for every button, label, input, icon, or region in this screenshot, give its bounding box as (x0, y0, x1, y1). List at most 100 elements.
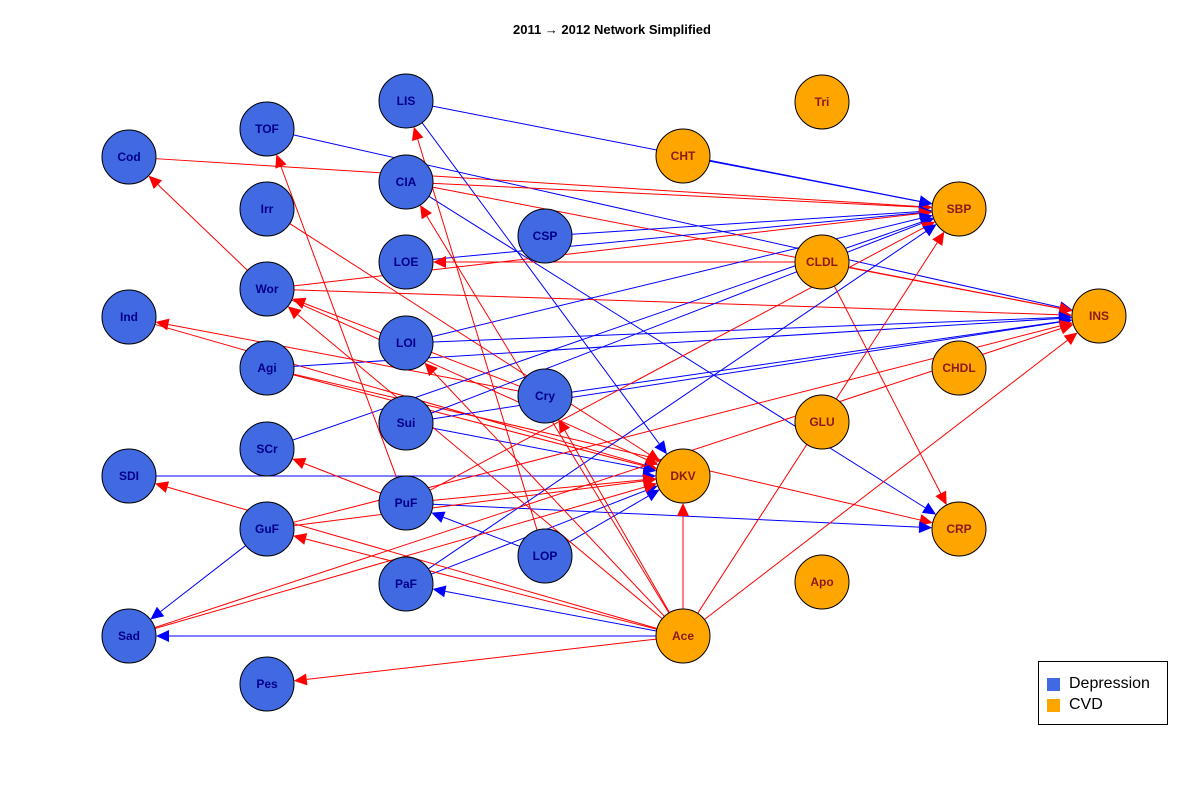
edge-Ace-Pes (293, 638, 657, 686)
node-glu[interactable]: GLU (794, 394, 850, 450)
edge-Cry-Ind (155, 318, 519, 392)
edge-arrowhead (148, 175, 163, 189)
node-label: Tri (815, 95, 830, 109)
edge-LOP-LIS (411, 126, 538, 531)
node-guf[interactable]: GuF (239, 501, 295, 557)
node-paf[interactable]: PaF (378, 556, 434, 612)
edge-arrowhead (420, 205, 432, 220)
node-label: Ind (120, 310, 138, 324)
node-chdl[interactable]: CHDL (931, 340, 987, 396)
edges-layer (148, 105, 1078, 686)
edge-arrowhead (292, 297, 307, 309)
node-ins[interactable]: INS (1071, 288, 1127, 344)
edge-Ace-Sad (156, 630, 656, 642)
edge-Irr-DKV (289, 223, 661, 462)
edge-Ace-PaF (432, 585, 657, 632)
node-cry[interactable]: Cry (517, 368, 573, 424)
node-loe[interactable]: LOE (378, 234, 434, 290)
node-circle (101, 608, 157, 664)
legend-swatch-cvd (1047, 698, 1060, 712)
edge-CIA-SBP (432, 182, 933, 214)
node-tof[interactable]: TOF (239, 101, 295, 157)
node-label: CIA (396, 175, 417, 189)
edge-arrowhead (433, 256, 446, 268)
node-label: LOE (394, 255, 419, 269)
node-cod[interactable]: Cod (101, 129, 157, 185)
node-sui[interactable]: Sui (378, 395, 434, 451)
node-tri[interactable]: Tri (794, 74, 850, 130)
node-puf[interactable]: PuF (378, 475, 434, 531)
node-label: PaF (395, 577, 417, 591)
node-sad[interactable]: Sad (101, 608, 157, 664)
node-label: LIS (397, 94, 416, 108)
node-cht[interactable]: CHT (655, 128, 711, 184)
edge-arrowhead (921, 502, 937, 515)
legend-label-depression: Depression (1069, 675, 1150, 692)
edge-arrowhead (156, 630, 169, 642)
edge-LOE-SBP (432, 206, 933, 260)
edge-Sad-INS (154, 322, 1074, 629)
edge-arrowhead (646, 449, 661, 462)
node-label: GLU (809, 415, 834, 429)
edge-arrowhead (292, 457, 307, 470)
node-circle (239, 501, 295, 557)
node-circle (239, 340, 295, 396)
edge-Ace-INS (704, 332, 1078, 620)
node-csp[interactable]: CSP (517, 208, 573, 264)
node-ace[interactable]: Ace (655, 608, 711, 664)
node-label: CSP (533, 229, 558, 243)
legend-label-cvd: CVD (1069, 696, 1103, 713)
node-circle (1071, 288, 1127, 344)
node-label: CLDL (806, 255, 838, 269)
edge-arrowhead (1063, 332, 1078, 346)
node-label: Sui (397, 416, 416, 430)
node-lis[interactable]: LIS (378, 73, 434, 129)
node-label: Ace (672, 629, 694, 643)
node-circle (378, 315, 434, 371)
edge-arrowhead (150, 606, 165, 620)
node-pes[interactable]: Pes (239, 656, 295, 712)
node-label: Cry (535, 389, 555, 403)
edge-arrowhead (918, 195, 933, 208)
edge-arrowhead (1058, 302, 1073, 315)
edge-Ace-LOI (424, 362, 665, 617)
node-wor[interactable]: Wor (239, 261, 295, 317)
node-circle (517, 368, 573, 424)
node-label: GuF (255, 522, 279, 536)
node-circle (931, 501, 987, 557)
node-loi[interactable]: LOI (378, 315, 434, 371)
edge-CLDL-CRP (833, 285, 947, 505)
edge-arrowhead (932, 231, 945, 246)
node-label: Agi (257, 361, 276, 375)
edge-Ace-GuF (293, 533, 657, 630)
edge-PuF-TOF (275, 154, 398, 478)
node-scr[interactable]: SCr (239, 421, 295, 477)
node-circle (794, 554, 850, 610)
node-apo[interactable]: Apo (794, 554, 850, 610)
node-agi[interactable]: Agi (239, 340, 295, 396)
legend-swatch-depression (1047, 677, 1060, 691)
node-lop[interactable]: LOP (517, 528, 573, 584)
chart-title: 2011 → 2012 Network Simplified (513, 22, 711, 37)
node-circle (239, 656, 295, 712)
edge-GuF-Sad (150, 545, 246, 620)
node-dkv[interactable]: DKV (655, 448, 711, 504)
edge-Ace-DKV (677, 503, 689, 609)
edge-arrowhead (642, 481, 658, 493)
node-circle (517, 208, 573, 264)
node-cldl[interactable]: CLDL (794, 234, 850, 290)
node-circle (378, 395, 434, 451)
node-label: CHT (671, 149, 696, 163)
node-sbp[interactable]: SBP (931, 181, 987, 237)
node-label: DKV (670, 469, 695, 483)
node-cia[interactable]: CIA (378, 154, 434, 210)
node-ind[interactable]: Ind (101, 289, 157, 345)
node-sdi[interactable]: SDI (101, 448, 157, 504)
node-circle (239, 261, 295, 317)
edge-PuF-SCr (292, 457, 382, 494)
edge-arrowhead (935, 490, 947, 505)
node-label: SCr (256, 442, 278, 456)
node-crp[interactable]: CRP (931, 501, 987, 557)
node-irr[interactable]: Irr (239, 181, 295, 237)
